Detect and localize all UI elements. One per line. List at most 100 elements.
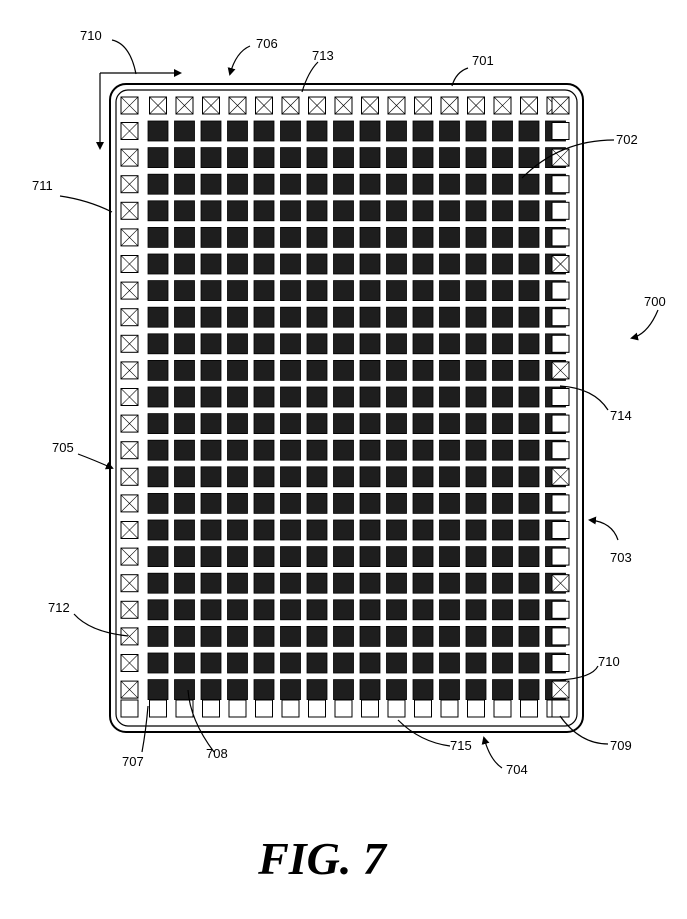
inner-cell	[253, 519, 275, 541]
inner-cell	[359, 120, 381, 142]
inner-cell	[465, 386, 487, 408]
inner-cell	[465, 546, 487, 567]
inner-cell	[439, 626, 460, 647]
inner-cell	[333, 679, 354, 700]
inner-cell	[386, 147, 407, 169]
inner-cell	[333, 359, 354, 381]
inner-cell	[386, 413, 407, 435]
inner-cell	[174, 413, 195, 435]
inner-cell	[253, 359, 275, 381]
edge-cell	[175, 699, 194, 718]
inner-cell	[306, 439, 328, 461]
edge-cell	[120, 388, 139, 406]
inner-cell	[518, 626, 540, 647]
edge-cell	[281, 96, 300, 115]
inner-cell	[227, 120, 248, 142]
edge-cell	[120, 680, 139, 699]
inner-cell	[306, 546, 328, 567]
inner-cell	[174, 200, 195, 222]
inner-cell	[333, 599, 354, 621]
edge-cell	[120, 521, 139, 539]
inner-cell	[280, 120, 301, 142]
inner-cell	[386, 173, 407, 195]
inner-cell	[465, 200, 487, 222]
inner-cell	[200, 147, 222, 169]
inner-cell	[386, 599, 407, 621]
edge-cell	[467, 96, 485, 115]
inner-cell	[147, 147, 169, 169]
inner-cell	[174, 226, 195, 248]
inner-cell	[200, 280, 222, 302]
inner-cell	[412, 173, 434, 195]
inner-cell	[306, 333, 328, 355]
inner-cell	[280, 173, 301, 195]
inner-cell	[280, 226, 301, 248]
edge-cell	[551, 122, 570, 140]
inner-cell	[147, 120, 169, 142]
inner-cell	[280, 333, 301, 355]
inner-cell	[439, 226, 460, 248]
inner-cell	[518, 599, 540, 621]
inner-cell	[465, 679, 487, 700]
inner-cell	[174, 280, 195, 302]
inner-cell	[359, 147, 381, 169]
inner-cell	[359, 439, 381, 461]
inner-cell	[492, 200, 513, 222]
leader-707	[141, 705, 149, 753]
inner-cell	[147, 386, 169, 408]
inner-cell	[147, 306, 169, 328]
inner-cell	[200, 599, 222, 621]
inner-cell	[439, 519, 460, 541]
inner-cell	[253, 120, 275, 142]
inner-cell	[465, 359, 487, 381]
inner-cell	[518, 386, 540, 408]
inner-cell	[253, 253, 275, 275]
inner-cell	[333, 173, 354, 195]
inner-cell	[174, 386, 195, 408]
inner-cell	[253, 466, 275, 488]
inner-cell	[227, 572, 248, 594]
inner-cell	[253, 626, 275, 647]
inner-cell	[465, 652, 487, 674]
inner-cell	[492, 626, 513, 647]
inner-cell	[306, 413, 328, 435]
edge-cell	[551, 600, 570, 619]
leader-702	[521, 139, 615, 179]
inner-cell	[200, 253, 222, 275]
inner-cell	[518, 466, 540, 488]
edge-cell	[551, 308, 570, 327]
inner-cell	[386, 546, 407, 567]
inner-cell	[386, 492, 407, 514]
inner-cell	[439, 280, 460, 302]
edge-cell	[120, 255, 139, 273]
edge-cell	[202, 96, 220, 115]
inner-cell	[306, 200, 328, 222]
inner-cell	[492, 359, 513, 381]
inner-cell	[200, 572, 222, 594]
ref-700: 700	[644, 294, 666, 309]
inner-cell	[386, 386, 407, 408]
edge-cell	[120, 574, 139, 593]
arrow-705	[77, 453, 114, 470]
inner-cell	[439, 413, 460, 435]
inner-cell	[333, 120, 354, 142]
inner-cell	[306, 306, 328, 328]
inner-cell	[439, 359, 460, 381]
inner-cell	[174, 546, 195, 567]
edge-cell	[308, 699, 326, 718]
inner-cell	[147, 226, 169, 248]
inner-cell	[412, 439, 434, 461]
leader-710b	[559, 665, 599, 681]
edge-cell	[120, 414, 139, 433]
inner-cell	[359, 306, 381, 328]
inner-cell	[492, 652, 513, 674]
inner-cell	[359, 226, 381, 248]
inner-cell	[439, 492, 460, 514]
inner-cell	[280, 492, 301, 514]
inner-cell	[492, 439, 513, 461]
leader-701	[451, 67, 469, 87]
inner-cell	[439, 173, 460, 195]
inner-cell	[227, 599, 248, 621]
inner-cell	[465, 147, 487, 169]
inner-cell	[306, 147, 328, 169]
